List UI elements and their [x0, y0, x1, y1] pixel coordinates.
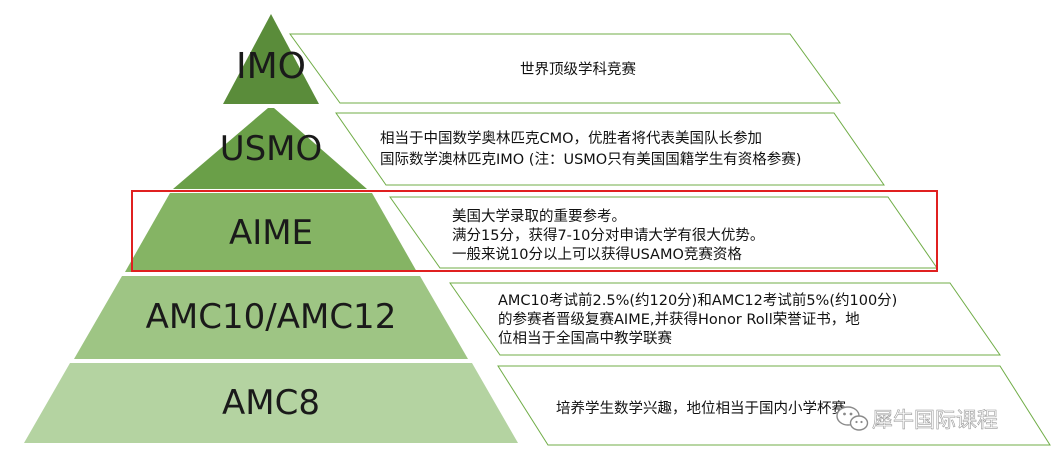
description-line-usmo: 相当于中国数学奥林匹克CMO，优胜者将代表美国队长参加	[380, 130, 762, 147]
description-line-aime: 一般来说10分以上可以获得USAMO竞赛资格	[452, 245, 742, 263]
pyramid-tier-amc8	[24, 363, 518, 443]
pyramid-tier-aime	[125, 193, 417, 272]
watermark: 犀牛国际课程	[836, 406, 998, 432]
description-line-amc10-amc12: AMC10考试前2.5%(约120分)和AMC12考试前5%(约100分)	[498, 292, 897, 309]
description-line-imo: 世界顶级学科竞赛	[520, 60, 636, 78]
tier-label-usmo: USMO	[220, 129, 323, 169]
tier-label-amc10-amc12: AMC10/AMC12	[146, 297, 397, 337]
aime-highlight-frame	[131, 190, 938, 272]
description-line-amc10-amc12: 位相当于全国高中教学联赛	[498, 329, 672, 347]
wechat-icon	[836, 406, 869, 431]
description-line-usmo: 国际数学澳林匹克IMO (注：USMO只有美国国籍学生有资格参赛)	[380, 151, 801, 168]
watermark-text: 犀牛国际课程	[872, 408, 998, 432]
description-line-amc8: 培养学生数学兴趣，地位相当于国内小学杯赛	[556, 400, 846, 417]
tier-label-aime: AIME	[229, 213, 313, 253]
description-box-amc8	[497, 365, 1051, 446]
description-box-imo	[289, 33, 841, 104]
tier-label-amc8: AMC8	[222, 383, 320, 423]
description-boxes: 世界顶级学科竞赛相当于中国数学奥林匹克CMO，优胜者将代表美国队长参加国际数学澳…	[289, 33, 1051, 446]
pyramid-tier-imo	[223, 14, 319, 104]
tier-label-imo: IMO	[236, 46, 306, 87]
description-line-aime: 满分15分，获得7-10分对申请大学有很大优势。	[452, 227, 764, 244]
pyramid-tier-usmo	[173, 108, 367, 189]
description-line-amc10-amc12: 的参赛者晋级复赛AIME,并获得Honor Roll荣誉证书，地	[498, 310, 860, 328]
description-box-usmo	[335, 112, 885, 186]
description-line-aime: 美国大学录取的重要参考。	[452, 208, 626, 225]
pyramid-tier-amc10-amc12	[74, 276, 468, 359]
description-box-amc10-amc12	[449, 282, 1001, 356]
